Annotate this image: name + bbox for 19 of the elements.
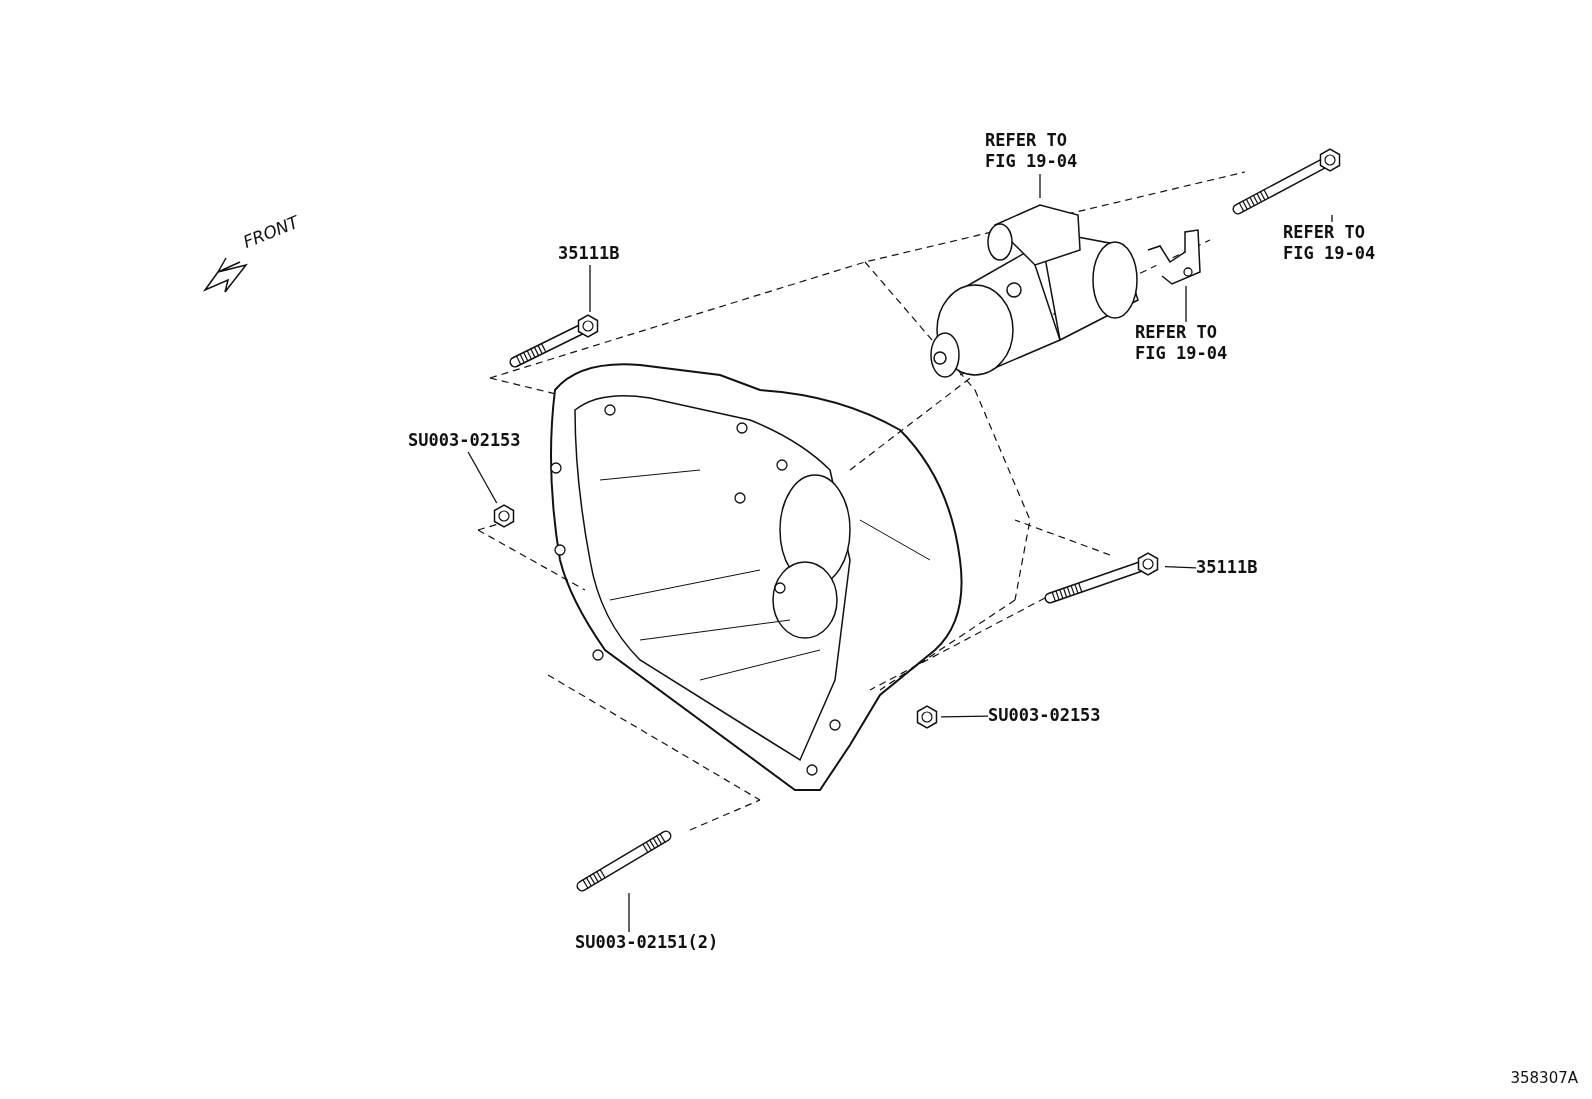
reference-note: REFER TO FIG 19-04 — [1135, 322, 1245, 364]
reference-note: REFER TO FIG 19-04 — [1283, 222, 1393, 264]
leader-line — [628, 892, 630, 933]
leader-line — [589, 264, 591, 313]
leader-line — [467, 451, 498, 504]
part-number: 35111B — [1196, 557, 1268, 578]
nut-drawing — [491, 503, 517, 529]
part-number: SU003-02153 — [988, 705, 1102, 726]
leader-line — [1185, 285, 1187, 323]
leader-line — [1331, 214, 1333, 223]
leader-line — [1039, 173, 1041, 199]
stud-drawing — [578, 833, 673, 893]
figure-number: 358307A — [1510, 1068, 1578, 1089]
part-number: SU003-02153 — [408, 430, 532, 451]
leader-line — [940, 715, 989, 718]
leader-line — [1164, 565, 1197, 569]
reference-note: REFER TO FIG 19-04 — [985, 130, 1095, 172]
part-number: 35111B — [558, 243, 628, 264]
part-number: SU003-02151(2) — [575, 932, 725, 953]
